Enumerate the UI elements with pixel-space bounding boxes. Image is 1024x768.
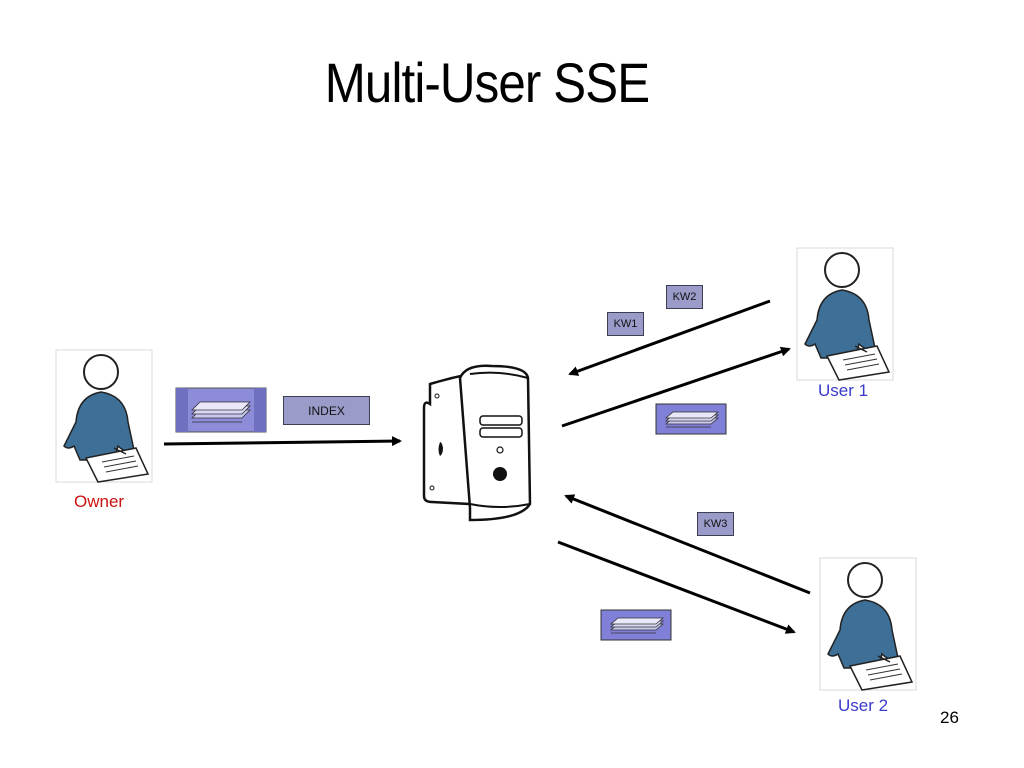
kw3-message-tag: KW3 [697, 512, 734, 536]
user1-label: User 1 [818, 381, 869, 400]
server-icon [422, 364, 532, 522]
user2-to-server-arrow [564, 494, 811, 595]
owner-label: Owner [74, 492, 125, 511]
user1-to-server-arrow [568, 299, 771, 376]
server-to-user2-arrow [557, 540, 796, 634]
kw2-message-tag: KW2 [666, 285, 703, 309]
user2-label: User 2 [838, 696, 889, 715]
user2-person-icon [819, 557, 917, 691]
owner-person-icon [55, 349, 153, 483]
server-to-user1-arrow [561, 346, 791, 428]
owner-documents-icon [175, 387, 267, 433]
user1-person-icon [796, 247, 894, 381]
index-message-tag: INDEX [283, 396, 370, 425]
user1-documents-icon [655, 403, 727, 435]
page-number: 26 [940, 708, 959, 727]
slide-title: Multi-User SSE [324, 51, 650, 114]
owner-to-server-arrow [163, 436, 402, 447]
kw1-message-tag: KW1 [607, 312, 644, 336]
user2-documents-icon [600, 609, 672, 641]
